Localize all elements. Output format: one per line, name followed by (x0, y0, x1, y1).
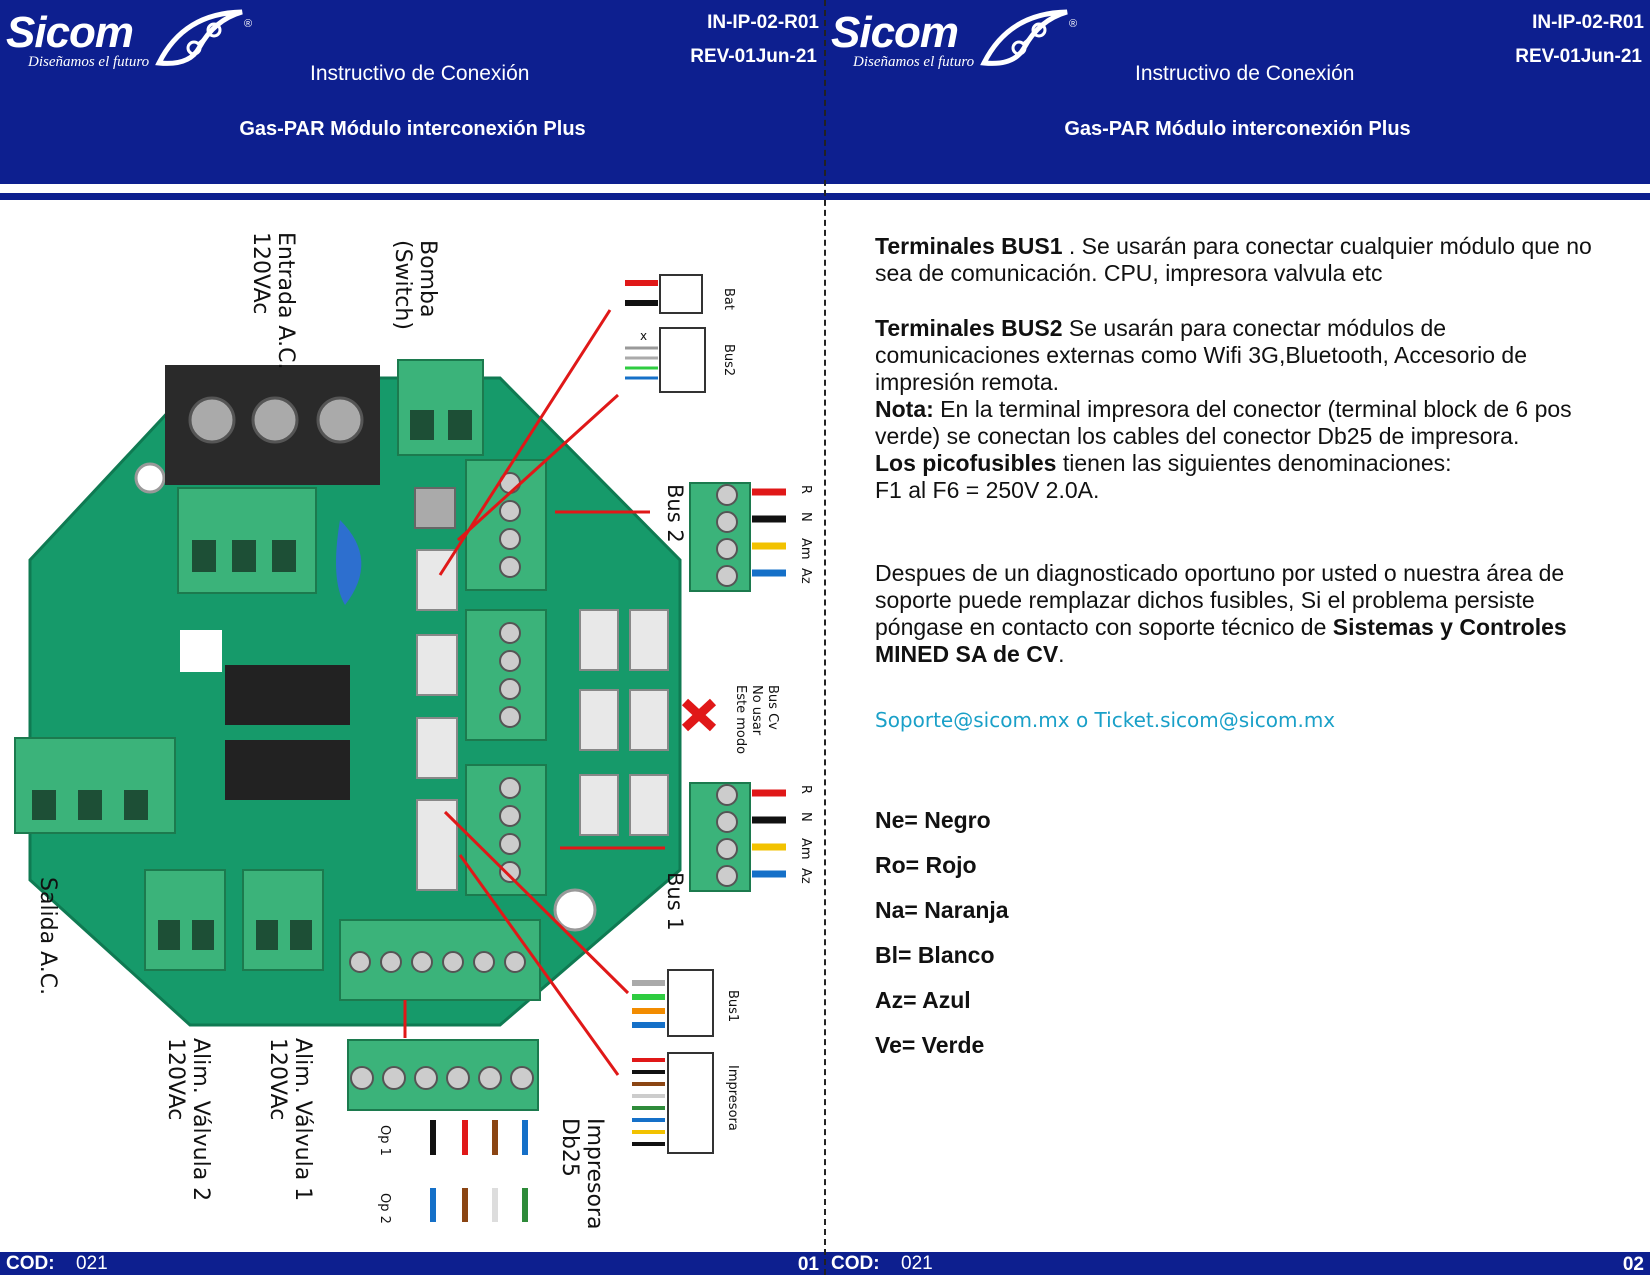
legend-item: Az= Azul (875, 987, 971, 1013)
bomba-label: Bomba (Switch) (389, 240, 440, 330)
impresora-connector (667, 1052, 714, 1154)
bus2-connector (659, 327, 706, 393)
bomba-terminal (397, 359, 484, 456)
logo-tagline: Diseñamos el futuro (28, 54, 150, 70)
page-footer: COD: 021 02 (825, 1252, 1650, 1275)
support-email-link[interactable]: Soporte@sicom.mx o Ticket.sicom@sicom.mx (875, 708, 1336, 732)
wire-n-label: N (798, 512, 813, 522)
logo-text: Sicom (6, 8, 134, 57)
wire-az-label: Az (798, 568, 813, 584)
page-divider (824, 0, 826, 1275)
legend-item: Ro= Rojo (875, 852, 977, 878)
bat-label: Bat (721, 288, 736, 310)
sicom-logo: Sicom ® Diseñamos el futuro (831, 8, 1081, 78)
impresora-db25-label: Impresora Db25 (556, 1118, 607, 1230)
header-subtitle: Gas-PAR Módulo interconexión Plus (239, 118, 586, 140)
entrada-label: Entrada A.C. 120VAc (247, 232, 298, 370)
sicom-logo: Sicom ® Diseñamos el futuro (6, 8, 256, 78)
bus2-connector-label: Bus2 (721, 344, 736, 377)
page-header: Sicom ® Diseñamos el futuro IN-IP-02-R01… (0, 0, 825, 184)
mount-hole (553, 888, 597, 932)
logo-text: Sicom (831, 8, 959, 57)
mount-hole (134, 462, 166, 494)
valvula-2-label: Alim. Válvula 2 120VAc (162, 1038, 213, 1202)
header-title: Instructivo de Conexión (1135, 62, 1355, 85)
logo-tagline: Diseñamos el futuro (853, 54, 975, 70)
op1-label: Op 1 (377, 1125, 392, 1156)
relay-1 (225, 665, 350, 725)
impresora-db25-terminal (347, 1039, 539, 1111)
revision: REV-01Jun-21 (1515, 46, 1642, 67)
bus1-connector-label: Bus1 (725, 990, 740, 1023)
impresora-connector-label: Impresora (725, 1065, 740, 1131)
bus1-label: Bus 1 (663, 872, 687, 931)
color-legend: Ne= Negro Ro= Rojo Na= Naranja Bl= Blanc… (875, 805, 1009, 1075)
page-footer: COD: 021 01 (0, 1252, 825, 1275)
bus-cv-label: Bus Cv No usar Este modo (733, 685, 780, 755)
registered-mark: ® (1069, 18, 1078, 30)
doc-code: IN-IP-02-R01 (1532, 12, 1644, 33)
wire-am-label: Am (798, 538, 813, 560)
legend-item: Ve= Verde (875, 1032, 985, 1058)
wire-am-label: Am (798, 838, 813, 860)
cod-value: 021 (901, 1253, 933, 1274)
valvula-1-label: Alim. Válvula 1 120VAc (264, 1038, 315, 1202)
page-header: Sicom ® Diseñamos el futuro IN-IP-02-R01… (825, 0, 1650, 184)
wire-az-label: Az (798, 868, 813, 884)
inductor (336, 520, 362, 605)
page-1: Sicom ® Diseñamos el futuro IN-IP-02-R01… (0, 0, 825, 1275)
header-stripe (825, 184, 1650, 200)
relay-2 (225, 740, 350, 800)
registered-mark: ® (244, 18, 253, 30)
bus2-label: Bus 2 (663, 484, 687, 543)
salida-label: Salida A.C. (35, 877, 60, 996)
doc-code: IN-IP-02-R01 (707, 12, 819, 33)
cod-value: 021 (76, 1253, 108, 1274)
diagnostic-paragraph: Despues de un diagnosticado oportuno por… (875, 560, 1567, 667)
wire-r-label: R (798, 785, 813, 795)
revision: REV-01Jun-21 (690, 46, 817, 67)
logo-swoosh-icon (980, 9, 1068, 66)
bus1-connector (667, 969, 714, 1037)
legend-item: Ne= Negro (875, 807, 991, 833)
cod-label: COD: (831, 1253, 880, 1274)
page-2: Sicom ® Diseñamos el futuro IN-IP-02-R01… (825, 0, 1650, 1275)
cod-label: COD: (6, 1253, 55, 1274)
page-number: 02 (1622, 1254, 1644, 1275)
pcb-diagram: x (14, 274, 786, 1222)
pointer-lines (403, 309, 665, 1076)
header-subtitle: Gas-PAR Módulo interconexión Plus (1064, 118, 1411, 140)
svg-text:x: x (640, 329, 647, 343)
legend-item: Na= Naranja (875, 897, 1009, 923)
do-not-use-icon (681, 698, 717, 732)
page-number: 01 (797, 1254, 819, 1275)
wire-r-label: R (798, 485, 813, 495)
bus2-paragraph: Terminales BUS2 Se usarán para conectar … (875, 315, 1572, 503)
op2-label: Op 2 (377, 1193, 392, 1224)
wire-n-label: N (798, 812, 813, 822)
logo-swoosh-icon (155, 9, 243, 66)
header-stripe (0, 184, 825, 200)
legend-item: Bl= Blanco (875, 942, 995, 968)
nota-label: Nota: (875, 396, 934, 422)
qr-code (180, 630, 222, 672)
bat-connector (659, 274, 703, 314)
header-title: Instructivo de Conexión (310, 62, 530, 85)
bus1-paragraph: Terminales BUS1 . Se usarán para conecta… (875, 233, 1592, 286)
